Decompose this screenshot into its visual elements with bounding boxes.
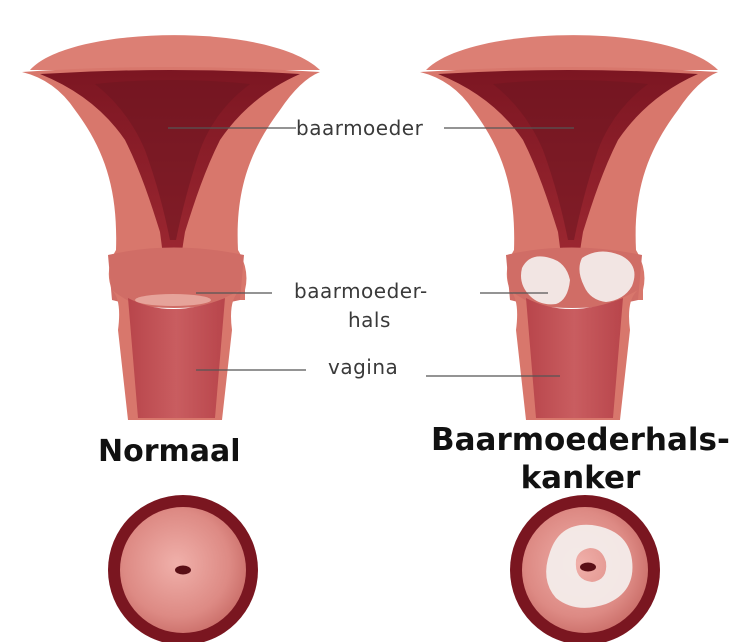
vaginal-canal [128,298,225,418]
cervical-os [135,294,211,306]
label-cervix-line1: baarmoeder- [294,279,428,303]
vaginal-canal [526,298,623,418]
label-cervix-line2: hals [348,308,391,332]
caption-cancer-line2: kanker [431,459,730,497]
cervix-face-os [175,566,191,575]
cancer-uterus-illustration [420,35,718,420]
caption-cervical-cancer: Baarmoederhals- kanker [431,421,730,497]
uterus-fundus [426,35,718,70]
cervix-face-os [580,563,596,572]
caption-normal: Normaal [98,434,241,469]
normal-cervix-face [108,495,258,642]
label-vagina: vagina [328,355,398,379]
label-uterus: baarmoeder [296,116,423,140]
normal-uterus-illustration [22,35,320,420]
cancer-cervix-face [510,495,660,642]
uterus-fundus [30,35,320,70]
caption-cancer-line1: Baarmoederhals- [431,421,730,459]
